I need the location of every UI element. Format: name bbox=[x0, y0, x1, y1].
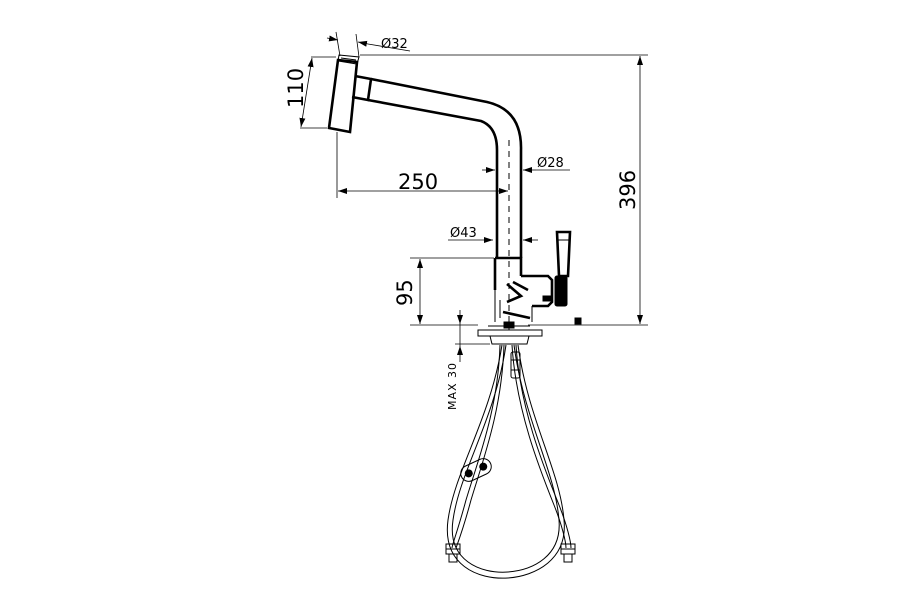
lever-handle bbox=[555, 230, 572, 278]
label-spray-head-diameter: Ø32 bbox=[381, 37, 408, 52]
label-total-height: 396 bbox=[616, 170, 640, 210]
spray-head bbox=[327, 58, 359, 134]
supply-hoses bbox=[445, 344, 576, 579]
label-spray-head-length: 110 bbox=[284, 68, 308, 108]
faucet-outline bbox=[327, 54, 582, 345]
lever-collar bbox=[554, 275, 568, 307]
dim-line-spray-head bbox=[299, 57, 314, 128]
hose-fitting-left bbox=[445, 543, 461, 563]
label-body-diameter: Ø43 bbox=[450, 226, 477, 241]
hose-fitting-right bbox=[560, 543, 576, 563]
spout-bottom-edge bbox=[367, 98, 499, 258]
spout-connector bbox=[351, 74, 373, 102]
label-spout-reach: 250 bbox=[398, 170, 438, 194]
body-cutaway bbox=[506, 280, 529, 304]
faucet-body bbox=[493, 256, 523, 290]
label-body-height: 95 bbox=[393, 279, 417, 306]
dimension-lines bbox=[299, 31, 648, 362]
hose-clip bbox=[460, 458, 492, 482]
label-spout-diameter: Ø28 bbox=[537, 156, 564, 171]
dimension-labels: Ø32 110 250 Ø28 Ø43 95 396 MAX 30 bbox=[284, 37, 640, 410]
spray-head-nozzle bbox=[337, 54, 360, 65]
spout-top-edge bbox=[370, 77, 523, 258]
mixer-cylinder bbox=[521, 274, 554, 308]
base-plate bbox=[477, 329, 543, 337]
label-max-thickness: MAX 30 bbox=[446, 362, 459, 410]
